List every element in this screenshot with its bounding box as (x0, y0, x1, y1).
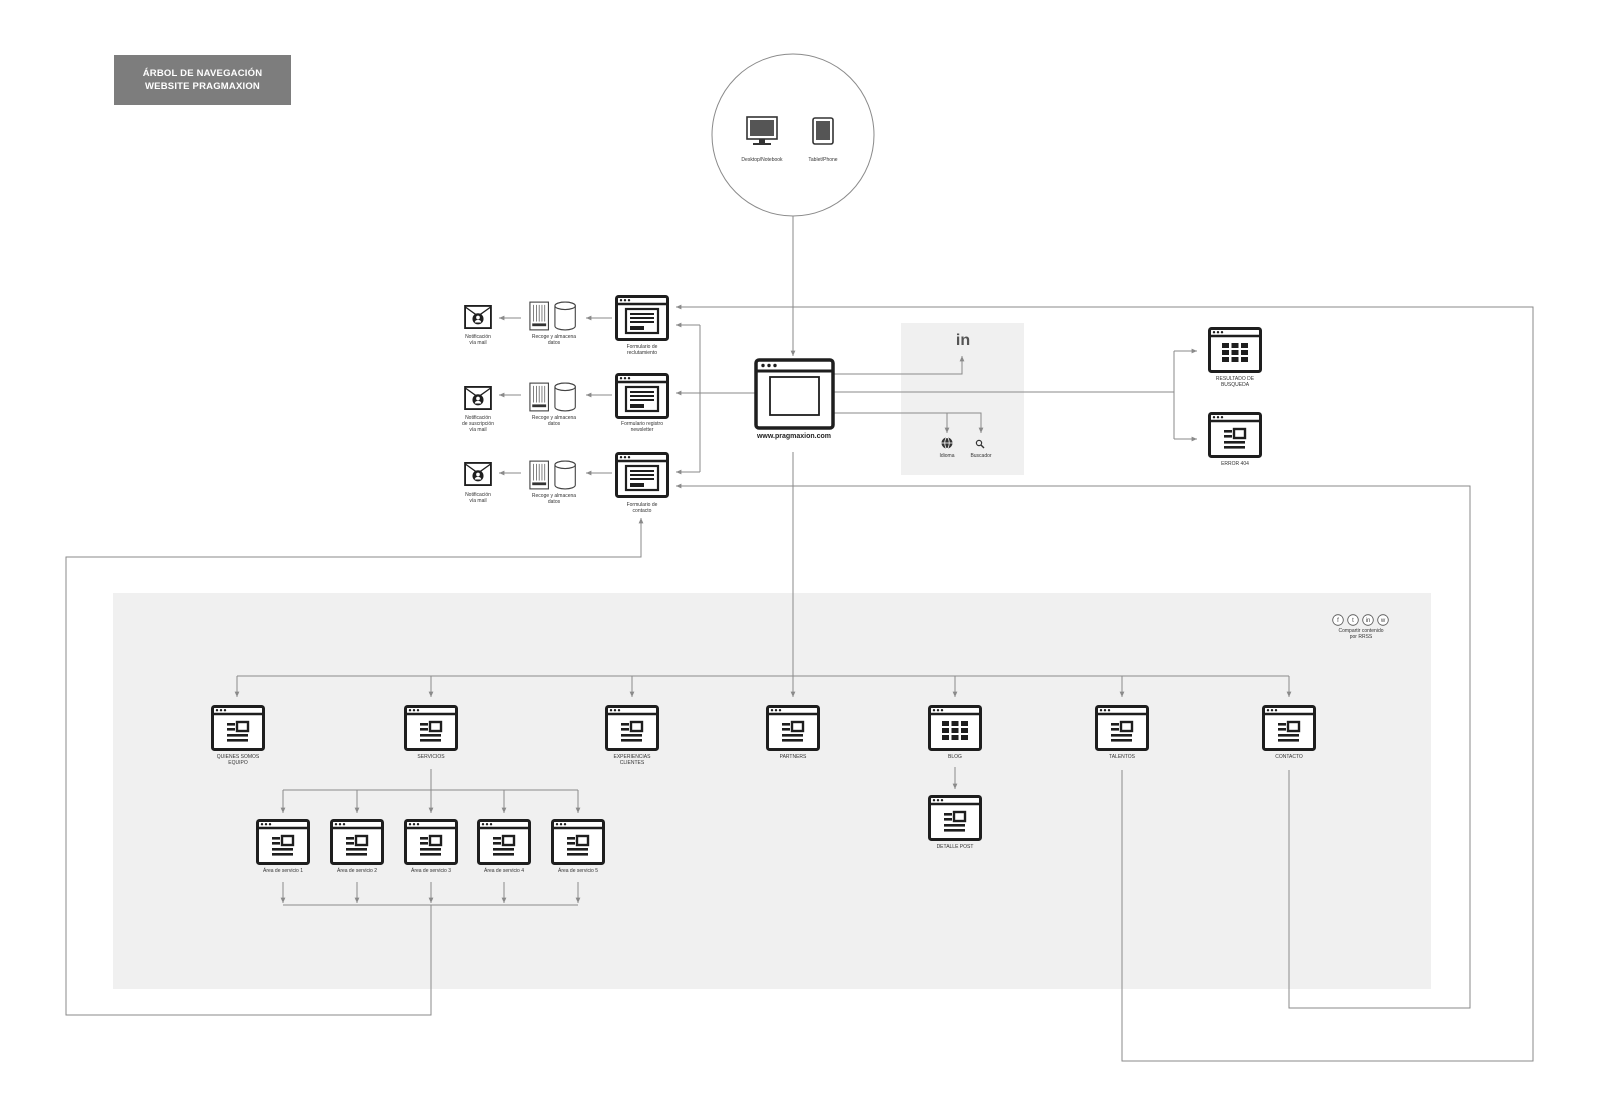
buscador-label: Buscador (970, 453, 992, 459)
globe-icon (941, 437, 953, 449)
form-newsletter-icon (615, 373, 669, 419)
service-area-1-label: Área de servicio 1 (262, 868, 304, 874)
notify-label-3: Notificación vía mail (465, 492, 491, 504)
linkedin-icon: in (955, 332, 971, 349)
tablet-icon (812, 117, 834, 145)
section-partners-label: PARTNERS (779, 754, 807, 760)
tablet-label: Tablet/Phone (808, 157, 838, 163)
main-site-label: www.pragmaxion.com (756, 433, 832, 440)
desktop-label: Desktop/Notebook (741, 157, 783, 163)
service-area-5-icon (551, 819, 605, 865)
mail-icon-1 (464, 305, 492, 329)
linkedin-share-icon: in (1366, 618, 1371, 624)
error-404-label: ERROR 404 (1221, 461, 1249, 467)
sections-panel (113, 593, 1431, 989)
connectors (65, 216, 1534, 1062)
storage-label-1: Recoge y almacena datos (531, 334, 577, 346)
section-contacto-label: CONTACTO (1275, 754, 1303, 760)
search-icon (975, 439, 985, 449)
section-quienes-somos-label: QUIENES SOMOS EQUIPO (216, 754, 260, 766)
section-experiencias-icon (605, 705, 659, 751)
form-contacto-icon (615, 452, 669, 498)
service-area-2-label: Área de servicio 2 (336, 868, 378, 874)
desktop-icon (746, 116, 778, 145)
devices-circle (711, 53, 875, 217)
form-newsletter-label: Formulario registro newsletter (621, 421, 663, 433)
section-experiencias-label: EXPERIENCIAS CLIENTES (613, 754, 651, 766)
notify-label-2: Notificación de suscripción vía mail (462, 415, 494, 433)
service-area-3-icon (404, 819, 458, 865)
whatsapp-icon: w (1380, 618, 1386, 624)
mail-icon-3 (464, 462, 492, 486)
error-404-icon (1208, 412, 1262, 458)
share-icons (1332, 614, 1389, 626)
share-label: Compartir contenido por RRSS (1338, 628, 1384, 640)
form-contacto-label: Formulario de contacto (626, 502, 658, 514)
section-talentos-icon (1095, 705, 1149, 751)
section-servicios-label: SERVICIOS (417, 754, 445, 760)
storage-icon-3 (529, 460, 576, 490)
service-area-4-icon (477, 819, 531, 865)
form-reclutamiento-label: Formulario de reclutamiento (626, 344, 658, 356)
storage-icon-2 (529, 382, 576, 412)
detalle-post-icon (928, 795, 982, 841)
storage-label-2: Recoge y almacena datos (531, 415, 577, 427)
service-area-3-label: Área de servicio 3 (410, 868, 452, 874)
section-quienes-somos-icon (211, 705, 265, 751)
section-partners-icon (766, 705, 820, 751)
notify-label-1: Notificación vía mail (465, 334, 491, 346)
storage-label-3: Recoge y almacena datos (531, 493, 577, 505)
twitter-icon: t (1352, 618, 1354, 624)
section-blog-label: BLOG (948, 754, 962, 760)
section-contacto-icon (1262, 705, 1316, 751)
form-reclutamiento-icon (615, 295, 669, 341)
utilities-panel (901, 323, 1024, 475)
resultado-busqueda-icon (1208, 327, 1262, 373)
detalle-post-label: DETALLE POST (936, 844, 974, 850)
service-area-1-icon (256, 819, 310, 865)
diagram-title: ÁRBOL DE NAVEGACIÓN WEBSITE PRAGMAXION (114, 55, 291, 105)
resultado-busqueda-label: RESULTADO DE BUSQUEDA (1215, 376, 1255, 388)
service-area-5-label: Área de servicio 5 (557, 868, 599, 874)
service-area-2-icon (330, 819, 384, 865)
section-blog-icon (928, 705, 982, 751)
mail-icon-2 (464, 386, 492, 410)
idioma-label: Idioma (939, 453, 955, 459)
section-talentos-label: TALENTOS (1109, 754, 1135, 760)
service-area-4-label: Área de servicio 4 (483, 868, 525, 874)
storage-icon-1 (529, 301, 576, 331)
title-line-1: ÁRBOL DE NAVEGACIÓN (142, 68, 263, 79)
facebook-icon: f (1337, 618, 1339, 624)
section-servicios-icon (404, 705, 458, 751)
title-line-2: WEBSITE PRAGMAXION (145, 81, 260, 92)
main-site-icon (754, 358, 835, 430)
